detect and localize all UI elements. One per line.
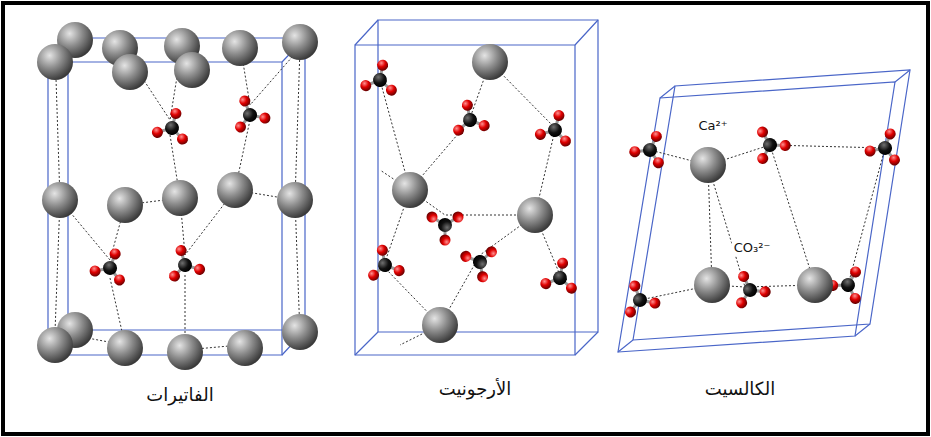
carbonate-ion	[151, 103, 196, 145]
calcium-ion	[517, 197, 553, 233]
calcium-ion	[174, 52, 210, 88]
carbonate-ion	[616, 274, 662, 319]
calcium-ion	[37, 44, 73, 80]
calcium-ion	[797, 267, 833, 303]
carbonate-ions	[88, 89, 272, 287]
calcium-ion	[392, 172, 428, 208]
calcium-ion	[282, 314, 318, 350]
calcium-ion	[690, 147, 726, 183]
calcium-ion	[162, 180, 198, 216]
carbonate-ion	[539, 255, 581, 295]
mineral-name: الفاتيرات	[144, 384, 215, 406]
calcium-ions	[690, 147, 833, 303]
unit-cell-outline	[48, 38, 305, 355]
calcium-ion	[422, 307, 458, 343]
calcium-ion	[42, 182, 78, 218]
calcium-ion	[472, 44, 508, 80]
calcium-ion	[222, 30, 258, 66]
carbonate-ion	[162, 240, 207, 282]
carbonate-ion	[534, 105, 579, 147]
bond-lines	[380, 62, 560, 345]
mineral-name: الأرجونيت	[437, 378, 514, 400]
calcium-ion	[282, 24, 318, 60]
bond-lines	[55, 44, 300, 350]
mineral-name: الكالسيت	[703, 378, 778, 400]
calcium-ion	[227, 330, 263, 366]
calcium-ions	[392, 44, 553, 343]
carbonate-ion	[628, 124, 676, 170]
carbonate-ion	[427, 212, 464, 246]
calcium-ion	[107, 330, 143, 366]
outer-frame	[3, 3, 928, 434]
carbonate-ion	[363, 242, 405, 282]
carbonate-ion	[744, 118, 793, 166]
calcium-ion	[37, 327, 73, 363]
ion-label: CO₃²⁻	[732, 240, 773, 256]
carbonate-ion	[359, 57, 401, 97]
vaterite-cell	[37, 22, 318, 370]
carbonate-ion	[725, 264, 773, 310]
calcium-ion	[217, 172, 253, 208]
unit-cell-outline	[355, 20, 598, 355]
carbonate-ions	[616, 118, 910, 319]
calcium-ion	[277, 182, 313, 218]
carbonate-ion	[88, 242, 134, 287]
carbonate-ion	[448, 97, 490, 137]
carbonate-ion	[226, 89, 272, 134]
calcium-ion	[694, 267, 730, 303]
aragonite-cell	[355, 20, 598, 355]
carbonate-ion	[459, 245, 501, 285]
carbonate-ion	[863, 122, 909, 167]
calcium-ion	[167, 334, 203, 370]
calcium-ions	[37, 22, 318, 370]
calcite-cell	[616, 70, 910, 352]
bond-lines	[640, 145, 885, 300]
unit-cell-outline	[618, 70, 910, 352]
calcium-ion	[107, 187, 143, 223]
carbonate-ions	[359, 57, 581, 295]
calcium-ion	[112, 54, 148, 90]
ion-label: Ca²⁺	[696, 118, 729, 134]
